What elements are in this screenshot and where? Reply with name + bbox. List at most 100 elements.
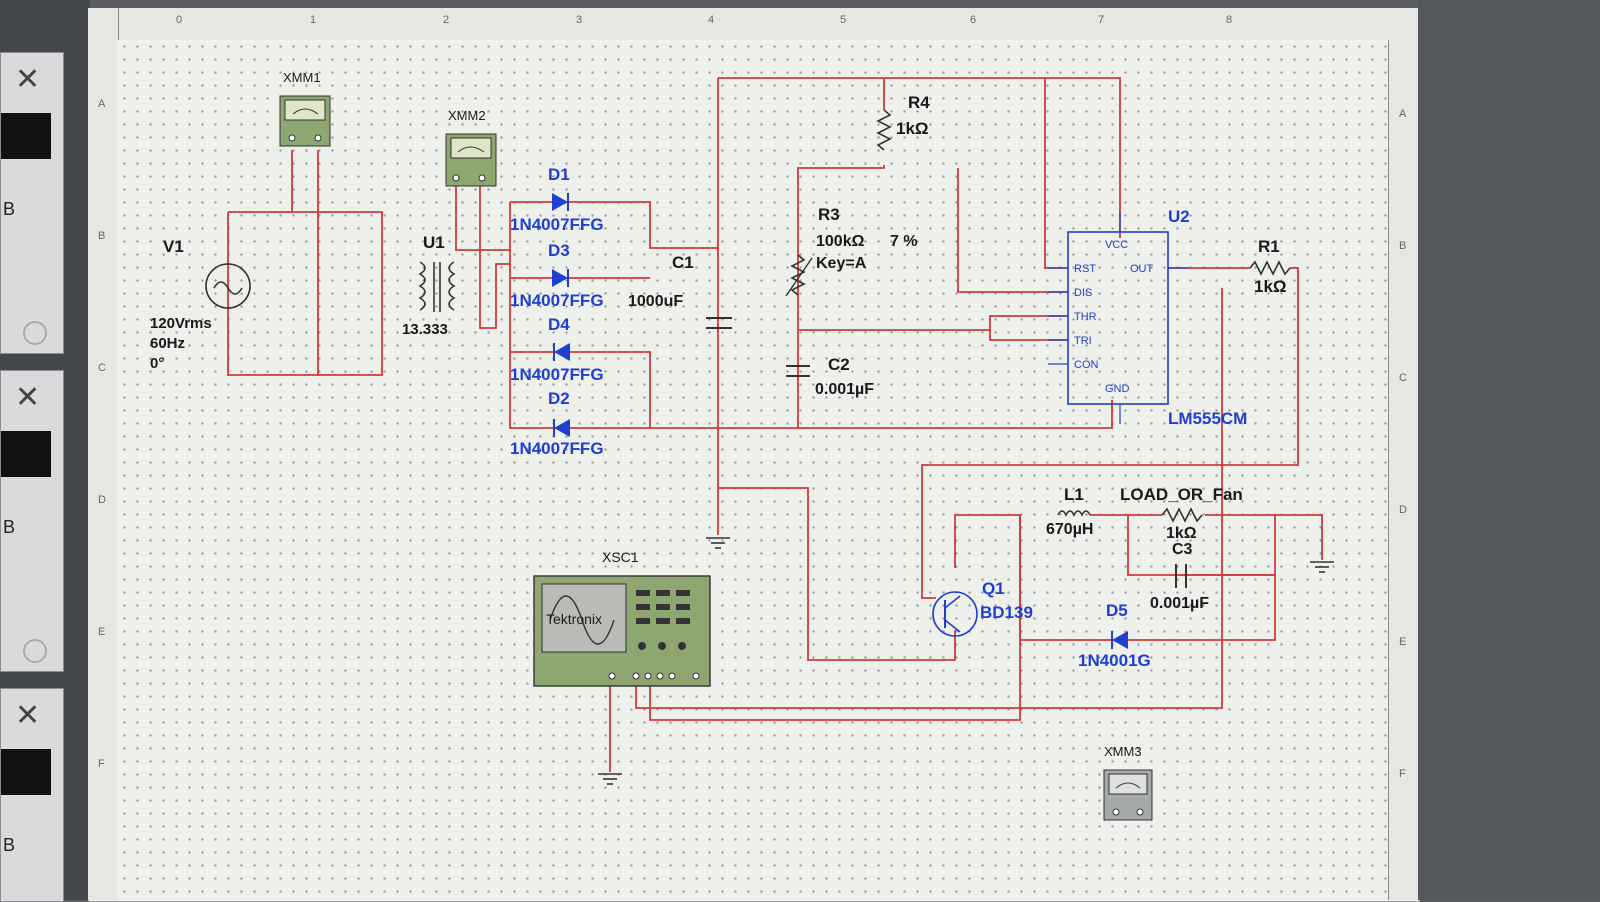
ruler-col: 0 — [176, 14, 183, 26]
u2-pin-thr: THR — [1074, 311, 1097, 323]
side-window-display — [1, 749, 51, 795]
ac-source-v1[interactable]: V1 120Vrms 60Hz 0° — [150, 237, 251, 372]
u1-ratio: 13.333 — [402, 321, 448, 338]
ruler-col: 2 — [443, 14, 450, 26]
c2-value: 0.001µF — [815, 381, 874, 398]
c3-ref: C3 — [1172, 541, 1193, 558]
r4-ref: R4 — [908, 93, 930, 112]
load-ref: LOAD_OR_Fan — [1120, 485, 1243, 504]
ruler-col: 5 — [840, 14, 847, 26]
ruler-row: C — [98, 362, 106, 374]
d5-ref: D5 — [1106, 601, 1128, 620]
r4-value: 1kΩ — [896, 119, 929, 138]
side-window-3[interactable]: ✕ B — [0, 688, 64, 902]
capacitor-c3[interactable]: C3 0.001µF — [1150, 541, 1209, 612]
ground-icon — [706, 537, 730, 549]
timer-ic-u2[interactable]: U2 LM555CM VCC RST OUT DIS THR TRI CON G… — [1048, 207, 1247, 428]
u2-pin-vcc: VCC — [1105, 239, 1128, 251]
diode-d3[interactable]: D3 1N4007FFG — [510, 241, 604, 310]
l1-value: 670µH — [1046, 521, 1093, 538]
ruler-row: E — [1399, 636, 1407, 648]
multimeter-xmm3[interactable]: XMM3 — [1103, 744, 1153, 821]
ruler-row: B — [98, 230, 106, 242]
ruler-col: 7 — [1098, 14, 1105, 26]
resistor-load[interactable]: LOAD_OR_Fan 1kΩ — [1120, 485, 1243, 542]
oscilloscope-xsc1[interactable]: Tektronix XSC1 — [533, 549, 711, 687]
capacitor-c1[interactable]: C1 1000uF — [628, 253, 732, 329]
transistor-q1[interactable]: Q1 BD139 — [932, 579, 1033, 637]
ruler-col: 1 — [310, 14, 317, 26]
diode-d2[interactable]: D2 1N4007FFG — [510, 389, 604, 458]
r3-ref: R3 — [818, 205, 840, 224]
multimeter-xmm2[interactable]: XMM2 — [445, 108, 497, 187]
v1-voltage: 120Vrms — [150, 315, 212, 332]
side-window-display — [1, 431, 51, 477]
inductor-l1[interactable]: L1 670µH — [1046, 485, 1093, 538]
wires — [227, 77, 1323, 772]
u2-part: LM555CM — [1168, 409, 1247, 428]
ruler-row: B — [1399, 240, 1407, 252]
v1-phase: 0° — [150, 355, 164, 372]
knob-icon[interactable] — [23, 321, 47, 345]
right-ruler: A B C D E F — [1388, 40, 1419, 900]
xmm2-ref: XMM2 — [448, 108, 486, 123]
u2-pin-dis: DIS — [1074, 287, 1092, 299]
transformer-u1[interactable]: U1 13.333 — [402, 233, 456, 338]
capacitor-c2[interactable]: C2 0.001µF — [786, 355, 874, 398]
side-window-display — [1, 113, 51, 159]
u2-ref: U2 — [1168, 207, 1190, 226]
u2-pin-tri: TRI — [1074, 335, 1092, 347]
close-icon[interactable]: ✕ — [15, 62, 41, 97]
ruler-row: F — [98, 758, 105, 770]
d1-part: 1N4007FFG — [510, 215, 604, 234]
diode-d4[interactable]: D4 1N4007FFG — [510, 315, 604, 384]
l1-ref: L1 — [1064, 485, 1084, 504]
c1-ref: C1 — [672, 253, 694, 272]
xsc1-ref: XSC1 — [602, 549, 639, 565]
resistor-r1[interactable]: R1 1kΩ — [1249, 237, 1291, 296]
ruler-col: 4 — [708, 14, 715, 26]
side-window-label: B — [3, 199, 16, 219]
d5-part: 1N4001G — [1078, 651, 1151, 670]
d3-ref: D3 — [548, 241, 570, 260]
xsc1-brand: Tektronix — [546, 611, 602, 627]
d4-part: 1N4007FFG — [510, 365, 604, 384]
u2-pin-rst: RST — [1074, 263, 1096, 275]
ruler-col: 8 — [1226, 14, 1233, 26]
diode-d1[interactable]: D1 1N4007FFG — [510, 165, 604, 234]
resistor-r4[interactable]: R4 1kΩ — [876, 93, 930, 151]
r3-key: Key=A — [816, 255, 867, 272]
diode-d5[interactable]: D5 1N4001G — [1078, 601, 1151, 670]
ruler-row: A — [1399, 108, 1407, 120]
side-window-1[interactable]: ✕ B — [0, 52, 64, 354]
potentiometer-r3[interactable]: R3 100kΩ 7 % Key=A — [785, 205, 918, 297]
ruler-row: D — [1399, 504, 1407, 516]
ruler-row: A — [98, 98, 106, 110]
schematic-canvas[interactable] — [118, 40, 1388, 900]
d2-ref: D2 — [548, 389, 570, 408]
u1-ref: U1 — [423, 233, 445, 252]
load-value: 1kΩ — [1166, 525, 1197, 542]
ruler-row: D — [98, 494, 106, 506]
ruler-row: E — [98, 626, 106, 638]
v1-frequency: 60Hz — [150, 335, 185, 352]
close-icon[interactable]: ✕ — [15, 380, 41, 415]
c3-value: 0.001µF — [1150, 595, 1209, 612]
knob-icon[interactable] — [23, 639, 47, 663]
r1-ref: R1 — [1258, 237, 1280, 256]
ruler-row: C — [1399, 372, 1407, 384]
r3-setting: 7 % — [890, 233, 918, 250]
c1-value: 1000uF — [628, 293, 683, 310]
d3-part: 1N4007FFG — [510, 291, 604, 310]
q1-ref: Q1 — [982, 579, 1005, 598]
ruler-row: F — [1399, 768, 1406, 780]
side-window-2[interactable]: ✕ B — [0, 370, 64, 672]
c2-ref: C2 — [828, 355, 850, 374]
xmm3-ref: XMM3 — [1104, 744, 1142, 759]
u2-pin-gnd: GND — [1105, 383, 1130, 395]
d2-part: 1N4007FFG — [510, 439, 604, 458]
u2-pin-out: OUT — [1130, 263, 1154, 275]
close-icon[interactable]: ✕ — [15, 698, 41, 733]
ruler-col: 6 — [970, 14, 977, 26]
multimeter-xmm1[interactable]: XMM1 — [279, 70, 331, 147]
